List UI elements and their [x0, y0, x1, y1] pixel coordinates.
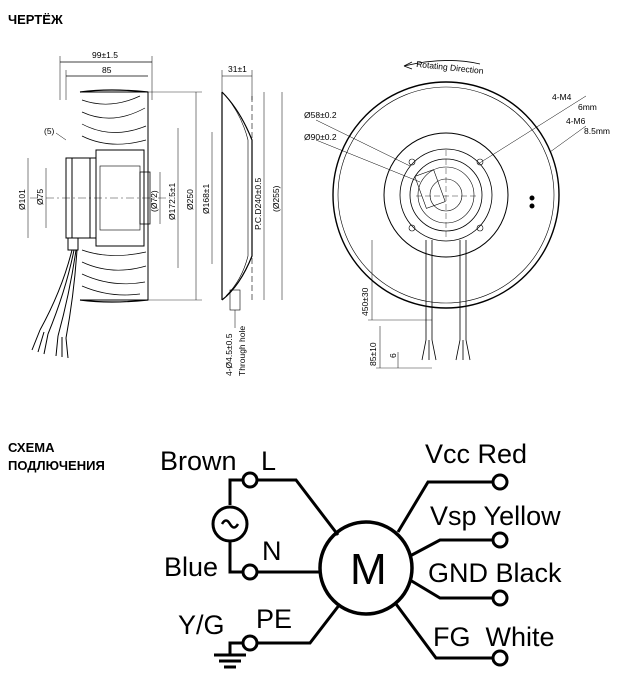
wiring-diagram: [211, 471, 509, 669]
terminal-fg: [491, 649, 509, 667]
dim-d168: Ø168±1: [201, 184, 211, 214]
drawing-heading: ЧЕРТЁЖ: [8, 12, 63, 27]
dim-d172: Ø172.5±1: [167, 182, 177, 220]
vsp-label: Vsp Yellow: [430, 501, 561, 531]
dim-6: 6: [388, 353, 398, 358]
terminal-vsp: [491, 531, 509, 549]
dim-d58: Ø58±0.2: [304, 110, 337, 120]
terminal-vcc: [491, 473, 509, 491]
wiring-heading-line1: СХЕМА: [8, 440, 55, 455]
dim-d101: Ø101: [17, 189, 27, 210]
hole-label: 4-Ø4.5±0.5: [224, 333, 234, 376]
dim-5: (5): [44, 126, 55, 136]
front-view: [315, 60, 587, 369]
terminal-pe: [241, 634, 259, 652]
m6-label: 4-M6: [566, 116, 586, 126]
through-hole-label: Through hole: [237, 326, 247, 376]
motor-circle: [318, 520, 414, 616]
dim-31: 31±1: [228, 64, 247, 74]
blue-label: Blue: [164, 552, 218, 582]
m6-depth: 8.5mm: [584, 126, 610, 136]
dim-99: 99±1.5: [92, 50, 118, 60]
dim-d75: Ø75: [35, 189, 45, 205]
gnd-label: GND Black: [428, 558, 562, 588]
yg-label: Y/G: [178, 610, 225, 640]
dim-85-10: 85±10: [368, 342, 378, 366]
pe-label: PE: [256, 604, 292, 634]
rotating-direction-label: Rotating Direction: [416, 59, 485, 76]
dim-d72: (Ø72): [149, 190, 159, 212]
fg-label: FG White: [433, 622, 555, 652]
m4-depth: 6mm: [578, 102, 597, 112]
vcc-label: Vcc Red: [425, 439, 527, 469]
terminal-gnd: [491, 589, 509, 607]
l-label: L: [261, 446, 276, 476]
wiring-heading-line2: ПОДЛЮЧЕНИЯ: [8, 458, 105, 473]
m4-label: 4-M4: [552, 92, 572, 102]
section-view: [211, 70, 283, 328]
dim-d90: Ø90±0.2: [304, 132, 337, 142]
brown-label: Brown: [160, 446, 237, 476]
side-view: [27, 56, 202, 359]
dim-450: 450±30: [360, 287, 370, 316]
n-label: N: [262, 536, 282, 566]
dim-d255: (Ø255): [271, 185, 281, 212]
motor-label: M: [350, 545, 387, 594]
dim-pcd: P.C.D240±0.5: [253, 177, 263, 230]
dim-85: 85: [102, 65, 112, 75]
dim-d250: Ø250: [185, 189, 195, 210]
terminal-l: [241, 471, 259, 489]
terminal-n: [241, 563, 259, 581]
